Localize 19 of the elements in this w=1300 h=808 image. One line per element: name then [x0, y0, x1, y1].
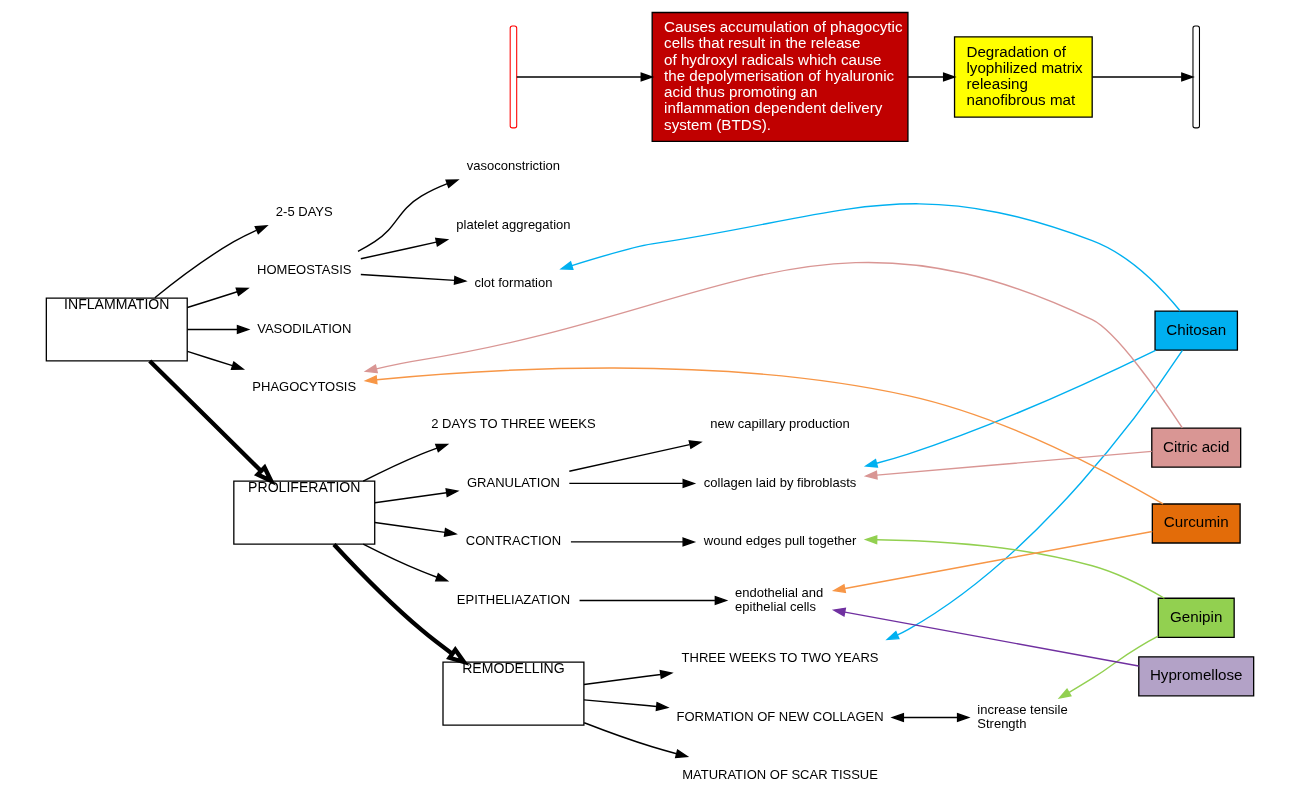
node-text: 2-5 DAYS — [275, 203, 333, 219]
node-text: clot formation — [474, 275, 553, 291]
node-text: VASODILATION — [257, 320, 352, 336]
node-text: collagen laid by fibroblasts — [703, 474, 857, 490]
node-text: increase tensile Strength — [977, 701, 1068, 731]
node-text: HOMEOSTASIS — [257, 262, 352, 278]
node-text: PHAGOCYTOSIS — [252, 379, 357, 395]
node-text: CONTRACTION — [465, 533, 562, 549]
node-text: MATURATION OF SCAR TISSUE — [682, 767, 878, 783]
node-text: endothelial and epithelial cells — [735, 584, 824, 614]
node-text: vasoconstriction — [466, 158, 561, 174]
node-text: EPITHELIAZATION — [456, 591, 571, 607]
node-text: new capillary production — [710, 416, 850, 432]
node-text: 2 DAYS TO THREE WEEKS — [431, 416, 596, 432]
node-text: platelet aggregation — [456, 216, 571, 232]
node-text: GRANULATION — [466, 474, 560, 490]
node-text: THREE WEEKS TO TWO YEARS — [681, 650, 879, 666]
node-text: FORMATION OF NEW COLLAGEN — [676, 708, 884, 724]
node-text: wound edges pull together — [703, 533, 857, 549]
